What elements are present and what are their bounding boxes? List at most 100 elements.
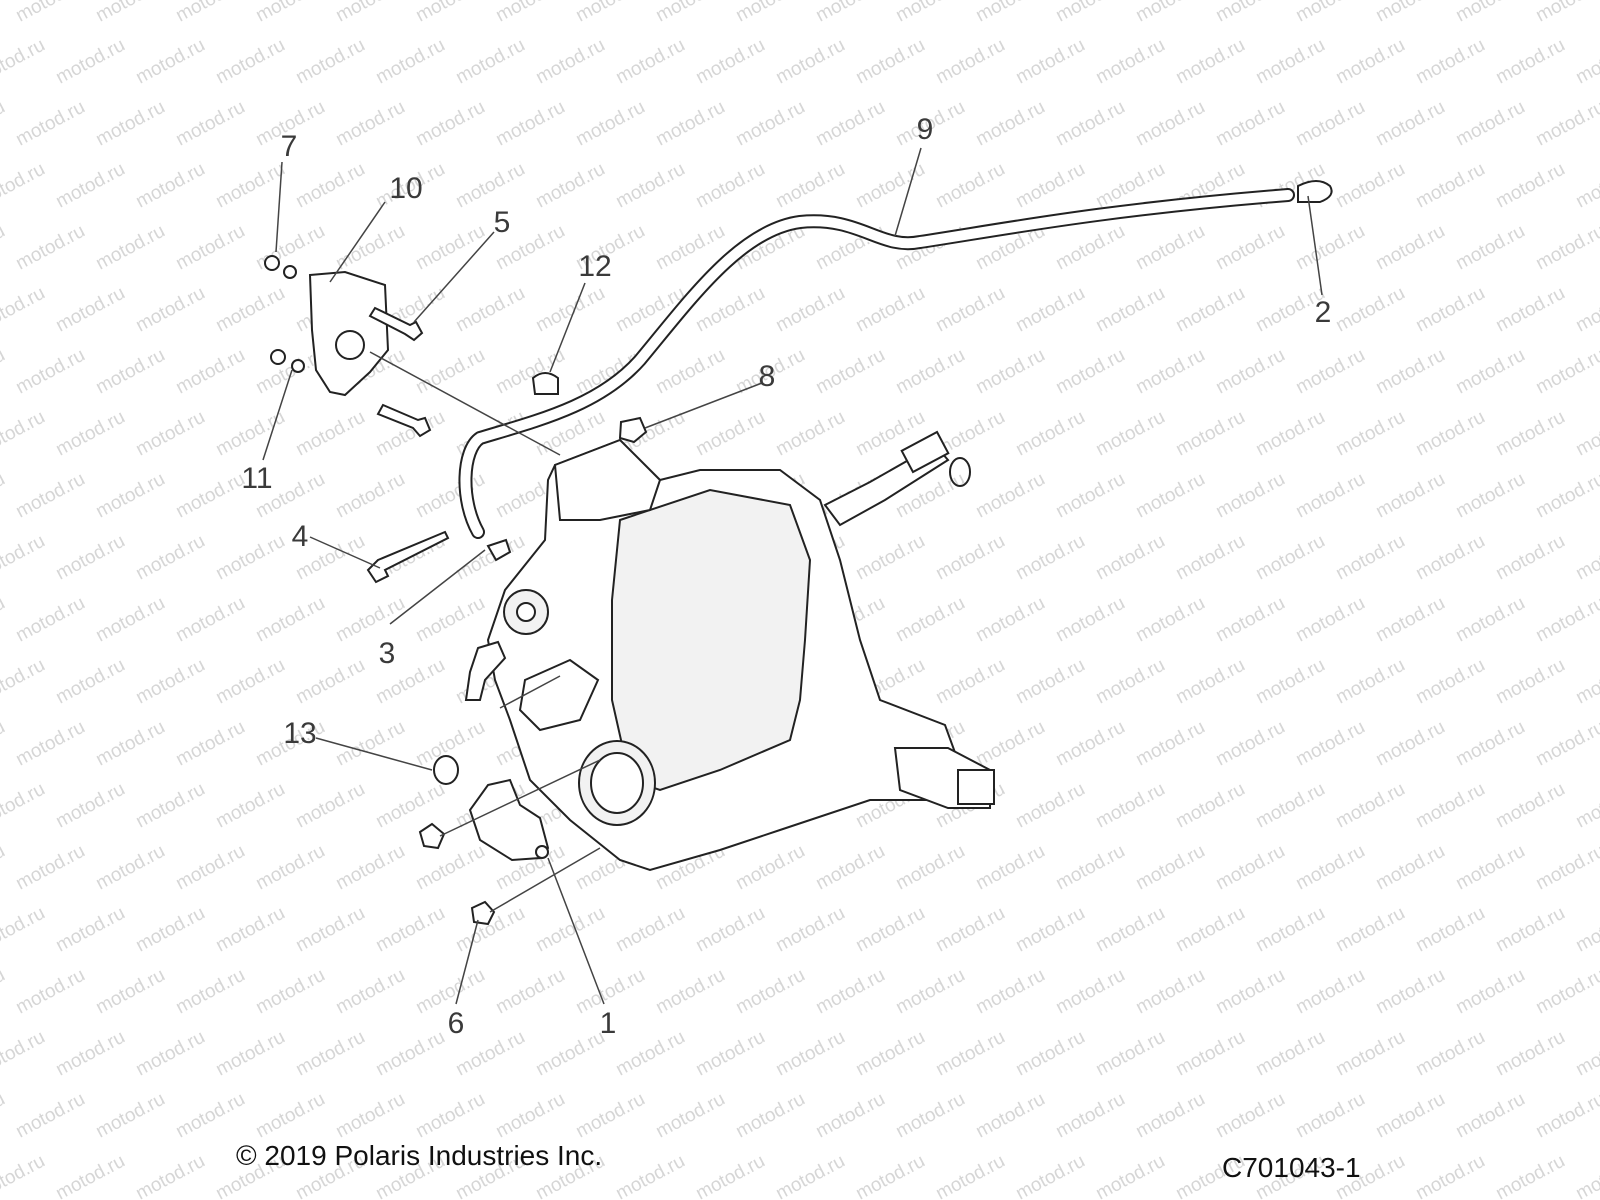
watermark-text: motod.ru <box>1292 593 1368 647</box>
washer-7 <box>283 265 297 279</box>
bolt-5-lower <box>376 403 432 438</box>
watermark-text: motod.ru <box>1532 841 1600 895</box>
watermark-text: motod.ru <box>1092 779 1168 833</box>
watermark-text: motod.ru <box>692 35 768 89</box>
watermark-text: motod.ru <box>1292 97 1368 151</box>
watermark-text: motod.ru <box>1132 965 1208 1019</box>
watermark-text: motod.ru <box>1532 1089 1600 1143</box>
watermark-text: motod.ru <box>1452 965 1528 1019</box>
watermark-text: motod.ru <box>1252 1027 1328 1081</box>
watermark-text: motod.ru <box>1412 903 1488 957</box>
watermark-text: motod.ru <box>1212 841 1288 895</box>
watermark-text: motod.ru <box>1332 159 1408 213</box>
watermark-text: motod.ru <box>1572 1151 1600 1200</box>
drawing-number: C701043-1 <box>1222 1152 1361 1183</box>
watermark-text: motod.ru <box>132 1027 208 1081</box>
watermark-text: motod.ru <box>412 1089 488 1143</box>
watermark-text: motod.ru <box>92 345 168 399</box>
callout-8: 8 <box>758 360 776 393</box>
watermark-text: motod.ru <box>1492 283 1568 337</box>
watermark-text: motod.ru <box>1132 221 1208 275</box>
watermark-text: motod.ru <box>772 1151 848 1200</box>
watermark-text: motod.ru <box>1492 1027 1568 1081</box>
watermark-text: motod.ru <box>972 97 1048 151</box>
watermark-text: motod.ru <box>1532 717 1600 771</box>
nut-7 <box>264 255 280 271</box>
watermark-text: motod.ru <box>532 1027 608 1081</box>
watermark-text: motod.ru <box>1252 531 1328 585</box>
watermark-text: motod.ru <box>1092 1151 1168 1200</box>
watermark-text: motod.ru <box>92 221 168 275</box>
watermark-text: motod.ru <box>12 593 88 647</box>
watermark-text: motod.ru <box>372 779 448 833</box>
watermark-text: motod.ru <box>572 97 648 151</box>
watermark-text: motod.ru <box>1332 1027 1408 1081</box>
watermark-text: motod.ru <box>1452 97 1528 151</box>
watermark-text: motod.ru <box>892 841 968 895</box>
watermark-text: motod.ru <box>1412 779 1488 833</box>
bolt-6-lower <box>470 900 496 926</box>
watermark-text: motod.ru <box>1172 903 1248 957</box>
copyright-notice: © 2019 Polaris Industries Inc. <box>236 1140 603 1171</box>
watermark-text: motod.ru <box>612 159 688 213</box>
watermark-text: motod.ru <box>1372 97 1448 151</box>
watermark-text: motod.ru <box>212 1027 288 1081</box>
watermark-text: motod.ru <box>1092 1027 1168 1081</box>
watermark-text: motod.ru <box>532 159 608 213</box>
watermark-text: motod.ru <box>1412 407 1488 461</box>
watermark-text: motod.ru <box>0 469 9 523</box>
watermark-text: motod.ru <box>172 841 248 895</box>
watermark-text: motod.ru <box>1092 35 1168 89</box>
leader-lines <box>262 147 1323 1005</box>
watermark-text: motod.ru <box>212 531 288 585</box>
watermark-text: motod.ru <box>0 0 9 26</box>
watermark-text: motod.ru <box>732 1089 808 1143</box>
watermark-text: motod.ru <box>972 717 1048 771</box>
watermark-text: motod.ru <box>1052 965 1128 1019</box>
watermark-text: motod.ru <box>1532 0 1600 26</box>
watermark-text: motod.ru <box>172 221 248 275</box>
watermark-text: motod.ru <box>132 531 208 585</box>
watermark-text: motod.ru <box>1132 593 1208 647</box>
callout-1: 1 <box>599 1007 617 1040</box>
watermark-text: motod.ru <box>1092 903 1168 957</box>
watermark-text: motod.ru <box>1052 469 1128 523</box>
watermark-text: motod.ru <box>1212 965 1288 1019</box>
watermark-text: motod.ru <box>652 345 728 399</box>
watermark-text: motod.ru <box>1292 965 1368 1019</box>
watermark-text: motod.ru <box>1092 283 1168 337</box>
watermark-text: motod.ru <box>612 1027 688 1081</box>
watermark-text: motod.ru <box>892 345 968 399</box>
watermark-text: motod.ru <box>1092 407 1168 461</box>
watermark-text: motod.ru <box>12 97 88 151</box>
watermark-text: motod.ru <box>332 221 408 275</box>
watermark-text: motod.ru <box>1052 841 1128 895</box>
watermark-text: motod.ru <box>132 35 208 89</box>
watermark-text: motod.ru <box>0 35 49 89</box>
watermark-text: motod.ru <box>1172 407 1248 461</box>
watermark-text: motod.ru <box>1532 221 1600 275</box>
watermark-text: motod.ru <box>1452 0 1528 26</box>
watermark-text: motod.ru <box>572 0 648 26</box>
watermark-text: motod.ru <box>292 655 368 709</box>
watermark-text: motod.ru <box>52 779 128 833</box>
watermark-text: motod.ru <box>52 159 128 213</box>
watermark-text: motod.ru <box>0 531 49 585</box>
watermark-text: motod.ru <box>92 1089 168 1143</box>
watermark-text: motod.ru <box>852 1151 928 1200</box>
watermark-text: motod.ru <box>1332 655 1408 709</box>
watermark-text: motod.ru <box>1452 221 1528 275</box>
bolt-6-upper <box>418 822 446 850</box>
watermark-text: motod.ru <box>1572 35 1600 89</box>
watermark-text: motod.ru <box>772 903 848 957</box>
callout-2: 2 <box>1314 296 1332 329</box>
watermark-text: motod.ru <box>12 469 88 523</box>
watermark-text: motod.ru <box>1012 159 1088 213</box>
watermark-text: motod.ru <box>1412 283 1488 337</box>
watermark-text: motod.ru <box>1492 779 1568 833</box>
watermark-text: motod.ru <box>92 97 168 151</box>
watermark-text: motod.ru <box>52 903 128 957</box>
watermark-text: motod.ru <box>1212 97 1288 151</box>
watermark-text: motod.ru <box>972 469 1048 523</box>
